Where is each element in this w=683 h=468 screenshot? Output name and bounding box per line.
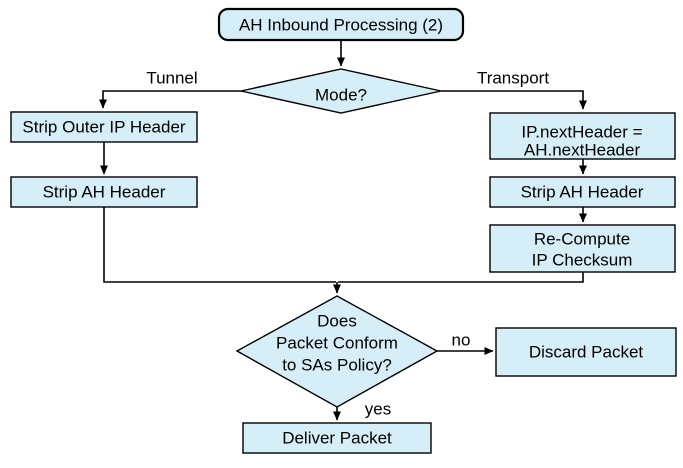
policy-line3: to SAs Policy? xyxy=(282,356,392,375)
node-mode-decision: Mode? xyxy=(240,68,442,114)
node-strip-ah-right: Strip AH Header xyxy=(489,176,676,208)
edge-label-tunnel: Tunnel xyxy=(146,69,197,88)
node-strip-ah-left: Strip AH Header xyxy=(10,176,198,208)
edge-mode-tunnel xyxy=(99,90,241,109)
strip-outer-ip-box xyxy=(10,111,198,143)
recompute-checksum-line2: IP Checksum xyxy=(532,251,633,270)
ip-next-header-line2: AH.nextHeader xyxy=(524,141,641,160)
ip-next-header-box xyxy=(489,112,676,160)
start-label: AH Inbound Processing (2) xyxy=(239,16,443,35)
mode-diamond xyxy=(240,68,442,114)
edge-label-transport: Transport xyxy=(477,69,549,88)
strip-ah-right-label: Strip AH Header xyxy=(521,183,644,202)
mode-label: Mode? xyxy=(315,86,367,105)
edge-label-no: no xyxy=(452,331,471,350)
policy-diamond xyxy=(235,295,439,408)
discard-packet-label: Discard Packet xyxy=(529,343,644,362)
node-deliver-packet: Deliver Packet xyxy=(242,422,432,454)
node-recompute-checksum: Re-Compute IP Checksum xyxy=(489,224,676,273)
node-policy-decision: Does Packet Conform to SAs Policy? xyxy=(235,295,439,408)
strip-ah-right-box xyxy=(489,176,676,208)
recompute-checksum-box xyxy=(489,224,676,273)
node-start: AH Inbound Processing (2) xyxy=(217,7,465,42)
edge-label-yes: yes xyxy=(365,400,391,419)
ip-next-header-line1: IP.nextHeader = xyxy=(521,123,642,142)
deliver-packet-label: Deliver Packet xyxy=(282,429,392,448)
policy-line1: Does xyxy=(317,312,357,331)
edge-recompute-to-merge xyxy=(338,272,584,283)
strip-ah-left-label: Strip AH Header xyxy=(43,183,166,202)
node-discard-packet: Discard Packet xyxy=(495,327,677,377)
strip-ah-left-box xyxy=(10,176,198,208)
deliver-packet-box xyxy=(242,422,432,454)
edge-stripahleft-to-merge xyxy=(103,207,336,283)
node-ip-next-header: IP.nextHeader = AH.nextHeader xyxy=(489,112,676,160)
node-strip-outer-ip: Strip Outer IP Header xyxy=(10,111,198,143)
start-box xyxy=(217,7,465,42)
recompute-checksum-line1: Re-Compute xyxy=(534,230,630,249)
strip-outer-ip-label: Strip Outer IP Header xyxy=(22,118,185,137)
discard-packet-box xyxy=(495,327,677,377)
policy-line2: Packet Conform xyxy=(276,334,398,353)
edge-mode-transport xyxy=(441,90,587,110)
